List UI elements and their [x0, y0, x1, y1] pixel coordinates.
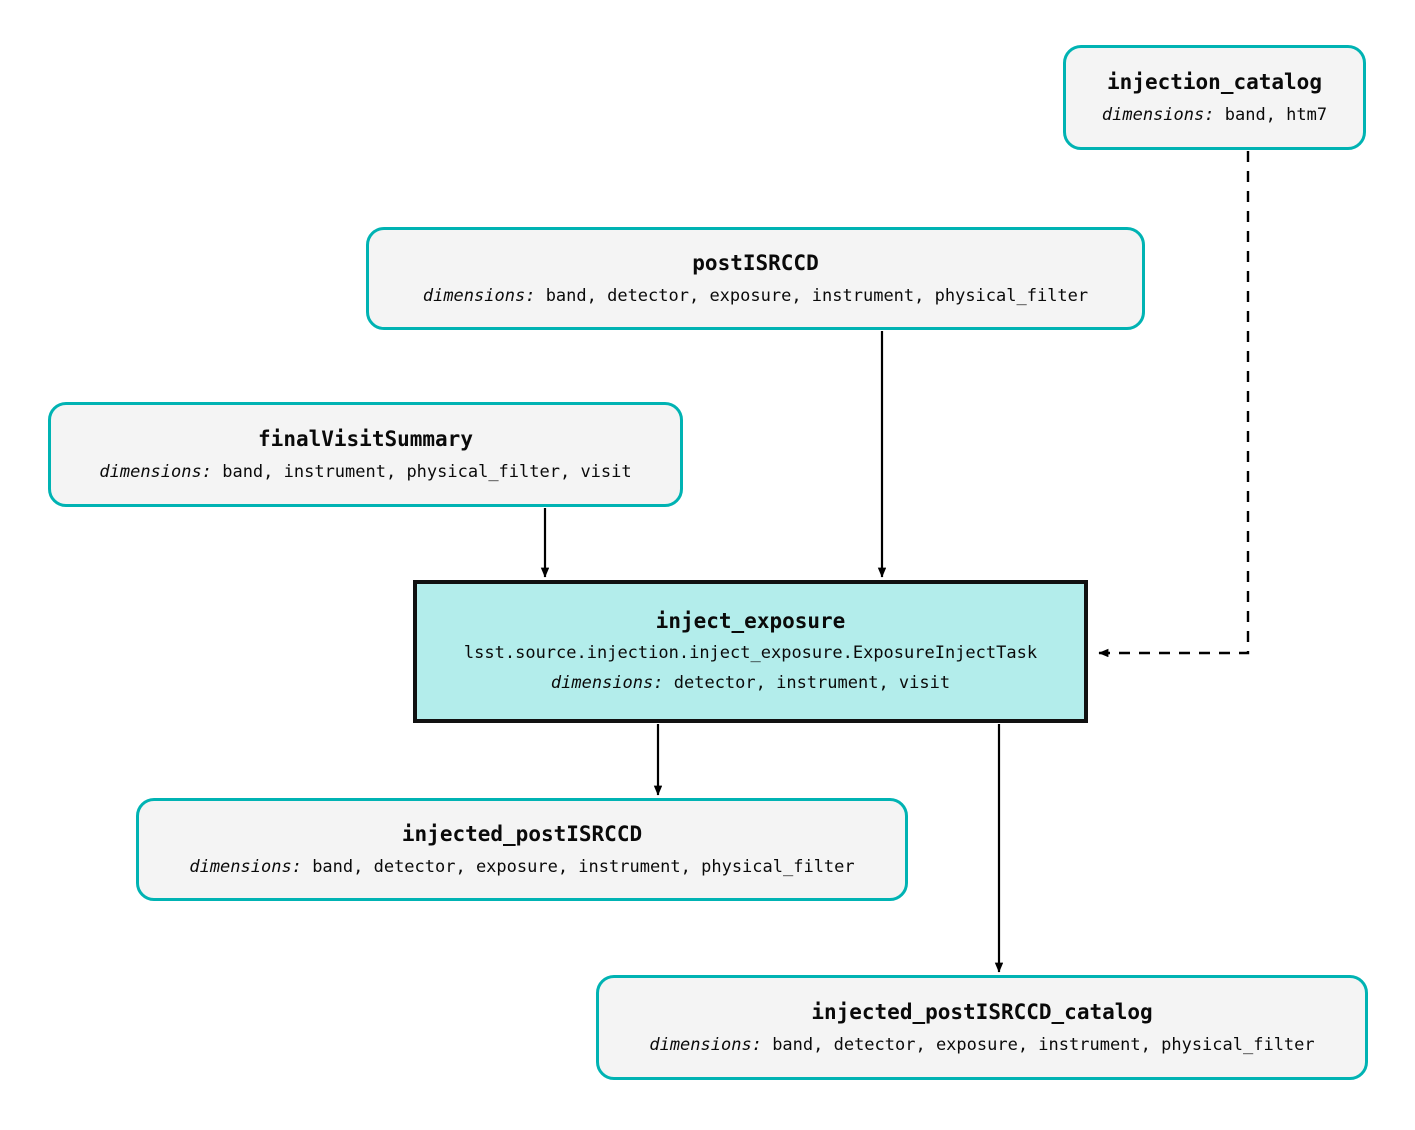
node-dimensions: dimensions: detector, instrument, visit: [551, 674, 950, 693]
node-dimensions: dimensions: band, htm7: [1101, 104, 1328, 125]
node-dimensions: dimensions: band, detector, exposure, in…: [649, 1034, 1315, 1055]
node-inject-exposure[interactable]: inject_exposure lsst.source.injection.in…: [413, 580, 1088, 723]
dimensions-key: dimensions:: [1101, 104, 1215, 125]
dimensions-value: band, detector, exposure, instrument, ph…: [545, 285, 1089, 306]
node-label: injected_postISRCCD: [401, 821, 643, 846]
node-dimensions: dimensions: band, instrument, physical_f…: [99, 461, 632, 482]
dimensions-key: dimensions:: [189, 856, 302, 877]
node-class-path: lsst.source.injection.inject_exposure.Ex…: [463, 643, 1038, 664]
dimensions-key: dimensions:: [99, 461, 212, 482]
dimensions-key: dimensions:: [422, 285, 536, 306]
dimensions-value: band, detector, exposure, instrument, ph…: [312, 856, 855, 877]
node-dimensions: dimensions: band, detector, exposure, in…: [422, 285, 1089, 306]
node-label: finalVisitSummary: [258, 426, 473, 451]
dimensions-value: band, htm7: [1224, 104, 1328, 125]
node-label: injection_catalog: [1107, 69, 1322, 94]
node-finalvisitsummary[interactable]: finalVisitSummary dimensions: band, inst…: [48, 402, 683, 507]
dimensions-key: dimensions:: [550, 673, 664, 694]
dimensions-value: band, detector, exposure, instrument, ph…: [772, 1034, 1315, 1055]
node-label: postISRCCD: [692, 250, 819, 275]
node-label: inject_exposure: [655, 609, 846, 634]
node-injection-catalog[interactable]: injection_catalog dimensions: band, htm7: [1063, 45, 1366, 150]
node-injected-postisrccd[interactable]: injected_postISRCCD dimensions: band, de…: [136, 798, 908, 901]
dimensions-value: band, instrument, physical_filter, visit: [222, 461, 632, 482]
dimensions-key: dimensions:: [649, 1034, 762, 1055]
node-label: injected_postISRCCD_catalog: [811, 999, 1153, 1024]
node-postisrccd[interactable]: postISRCCD dimensions: band, detector, e…: [366, 227, 1145, 330]
dimensions-value: detector, instrument, visit: [673, 673, 951, 694]
node-injected-postisrccd-catalog[interactable]: injected_postISRCCD_catalog dimensions: …: [596, 975, 1368, 1080]
node-dimensions: dimensions: band, detector, exposure, in…: [189, 856, 855, 877]
